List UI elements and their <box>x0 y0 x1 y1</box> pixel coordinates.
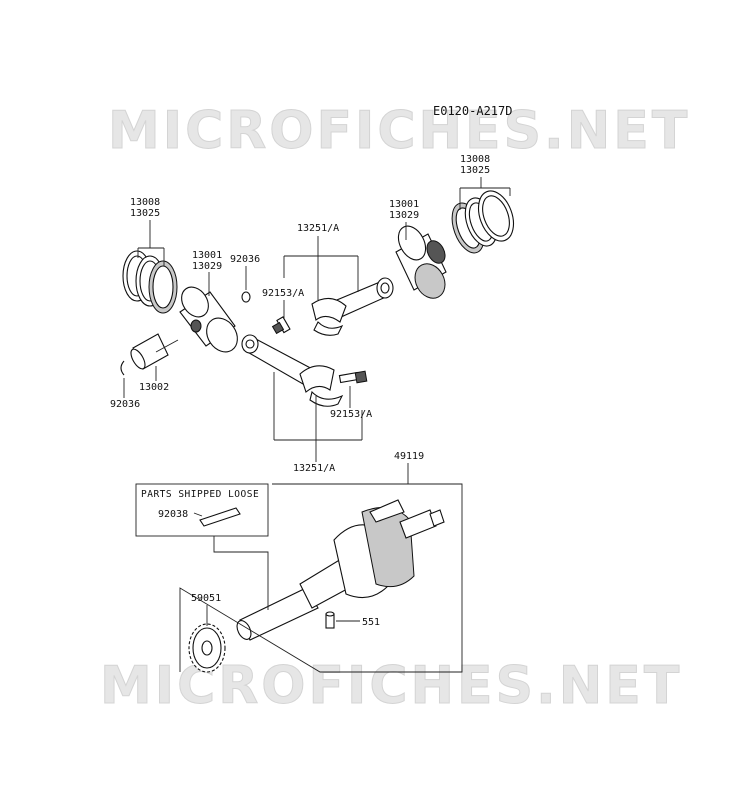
label-ring-set-left-a: 13008 <box>130 197 160 208</box>
label-circlip-bottom: 92036 <box>110 399 140 410</box>
connecting-rod-bottom[interactable] <box>241 334 344 407</box>
label-piston-right-b: 13029 <box>389 210 419 221</box>
dowel-pin[interactable] <box>325 611 335 629</box>
connecting-rod-top[interactable] <box>311 277 394 336</box>
label-bolt-top: 92153/A <box>262 288 304 299</box>
piston-ring-set-left[interactable] <box>122 250 178 314</box>
woodruff-key[interactable] <box>199 507 241 527</box>
label-key: 92038 <box>158 509 188 520</box>
crankshaft-gear[interactable] <box>188 623 226 673</box>
crankshaft[interactable] <box>234 499 445 642</box>
rod-bolt-top[interactable] <box>271 316 291 335</box>
piston-left[interactable] <box>176 282 244 358</box>
diagram-code: E0120-A217D <box>433 104 512 118</box>
label-ring-set-left-b: 13025 <box>130 208 160 219</box>
watermark-bottom: MICROFICHES.NET <box>100 656 682 716</box>
label-gear: 59051 <box>191 593 221 604</box>
circlip-top[interactable] <box>241 291 251 303</box>
rod-bolt-bottom[interactable] <box>338 370 368 384</box>
piston-right[interactable] <box>393 221 451 303</box>
piston-ring-set-right[interactable] <box>446 186 520 257</box>
label-piston-right-a: 13001 <box>389 199 419 210</box>
watermark-top: MICROFICHES.NET <box>108 101 690 161</box>
parts-box-title: PARTS SHIPPED LOOSE <box>141 489 259 500</box>
label-rod-assy-top: 13251/A <box>297 223 339 234</box>
parts-shipped-loose-box <box>135 483 269 537</box>
label-crankshaft: 49119 <box>394 451 424 462</box>
label-rod-assy-bottom: 13251/A <box>293 463 335 474</box>
label-pin: 13002 <box>139 382 169 393</box>
label-ring-set-right-a: 13008 <box>460 154 490 165</box>
circlip-bottom[interactable] <box>120 360 125 376</box>
label-piston-left-b: 13029 <box>192 261 222 272</box>
label-bolt-bottom: 92153/A <box>330 409 372 420</box>
label-ring-set-right-b: 13025 <box>460 165 490 176</box>
label-circlip-top: 92036 <box>230 254 260 265</box>
piston-pin[interactable] <box>128 333 169 371</box>
label-piston-left-a: 13001 <box>192 250 222 261</box>
label-dowel: 551 <box>362 617 380 628</box>
